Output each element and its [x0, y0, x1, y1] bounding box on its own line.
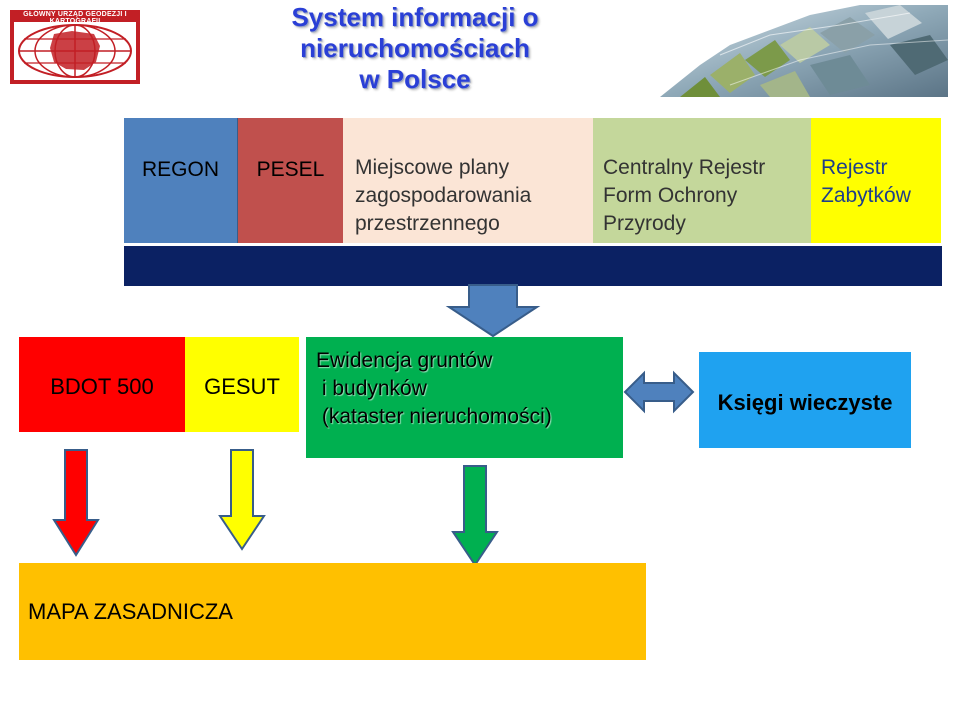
pesel-box: PESEL — [238, 118, 343, 243]
egib-box: Ewidencja gruntów i budynków (kataster n… — [306, 337, 623, 458]
crfop-line-3: Przyrody — [603, 212, 686, 235]
bdot500-box: BDOT 500 — [19, 337, 185, 432]
zabytki-line-2: Zabytków — [821, 184, 911, 207]
egib-line-2: i budynków — [316, 377, 427, 400]
egib-line-1: Ewidencja gruntów — [316, 349, 493, 372]
crfop-box: Centralny Rejestr Form Ochrony Przyrody — [593, 118, 811, 243]
gesut-box: GESUT — [185, 337, 299, 432]
mapa-zasadnicza-label: MAPA ZASADNICZA — [28, 599, 233, 624]
pesel-label: PESEL — [256, 158, 325, 181]
crfop-line-2: Form Ochrony — [603, 184, 738, 207]
satellite-map-mosaic — [660, 5, 949, 97]
egib-line-3: (kataster nieruchomości) — [316, 405, 552, 428]
title-line-2: nieruchomościach — [300, 33, 530, 63]
double-arrow-icon — [623, 370, 695, 414]
ksiegi-wieczyste-label: Księgi wieczyste — [717, 390, 893, 415]
green-down-arrow-icon — [451, 465, 499, 567]
title-line-3: w Polsce — [359, 64, 471, 94]
mapa-zasadnicza-box: MAPA ZASADNICZA — [19, 563, 646, 660]
mpzp-line-3: przestrzennego — [355, 212, 500, 235]
gesut-label: GESUT — [204, 374, 280, 399]
zabytki-box: Rejestr Zabytków — [811, 118, 941, 243]
down-arrow-icon — [445, 284, 541, 338]
bdot500-label: BDOT 500 — [50, 374, 154, 399]
regon-box: REGON — [124, 118, 238, 243]
regon-label: REGON — [141, 158, 219, 181]
mpzp-line-1: Miejscowe plany — [355, 156, 510, 179]
globe-icon — [14, 22, 136, 80]
crfop-line-1: Centralny Rejestr — [603, 156, 766, 179]
zabytki-line-1: Rejestr — [821, 156, 888, 179]
yellow-down-arrow-icon — [218, 449, 266, 551]
gugik-logo: GŁÓWNY URZĄD GEODEZJI I KARTOGRAFII — [10, 10, 140, 84]
logo-text: GŁÓWNY URZĄD GEODEZJI I KARTOGRAFII — [23, 11, 127, 25]
red-down-arrow-icon — [52, 449, 100, 557]
registers-bar — [124, 246, 942, 286]
page-title: System informacji o nieruchomościach w P… — [240, 2, 590, 95]
mpzp-box: Miejscowe plany zagospodarowania przestr… — [343, 118, 593, 243]
title-line-1: System informacji o — [291, 2, 539, 32]
ksiegi-wieczyste-box: Księgi wieczyste — [699, 352, 911, 448]
mpzp-line-2: zagospodarowania — [355, 184, 532, 207]
